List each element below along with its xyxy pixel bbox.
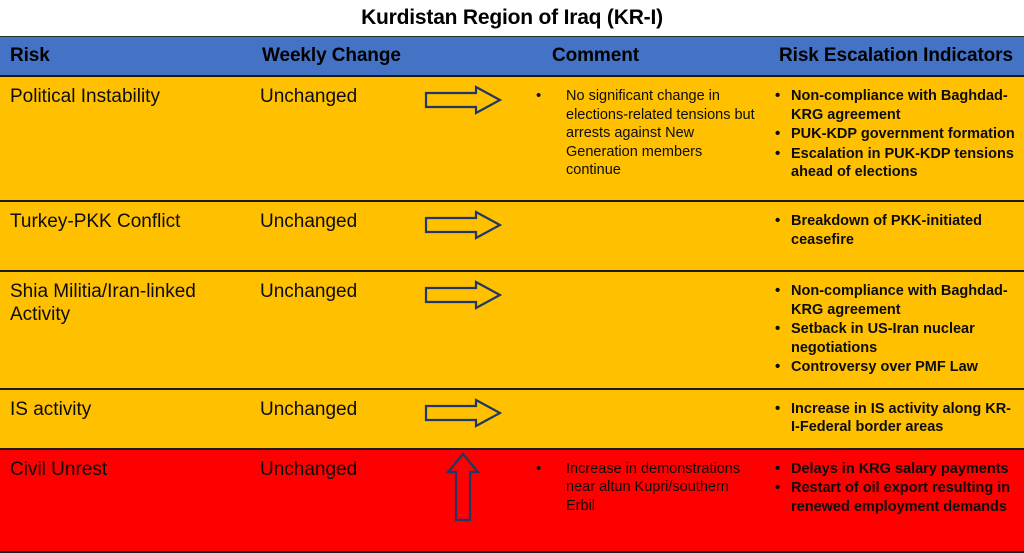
list-item: Setback in US-Iran nuclear negotiations [773, 319, 1018, 357]
list-item: Controversy over PMF Law [773, 357, 1018, 377]
weekly-change-label: Unchanged [260, 211, 358, 232]
table-header-row: Risk Weekly Change Comment Risk Escalati… [0, 36, 1024, 77]
table-row: Turkey-PKK Conflict Unchanged [0, 200, 1024, 272]
cell-weekly-change: Unchanged [250, 270, 405, 390]
column-header-risk: Risk [0, 36, 250, 77]
list-item: Delays in KRG salary payments [773, 459, 1018, 479]
column-header-comment: Comment [520, 36, 766, 77]
cell-risk: IS activity [0, 387, 250, 450]
cell-comment: Increase in demonstrations near altun Ku… [520, 447, 766, 553]
weekly-change-label: Unchanged [260, 398, 358, 420]
list-item: Breakdown of PKK-initiated ceasefire [773, 211, 1018, 249]
arrow-right-icon [424, 280, 502, 310]
indicator-list: Delays in KRG salary payments Restart of… [773, 459, 1018, 517]
indicator-list: Increase in IS activity along KR-I-Feder… [773, 399, 1018, 437]
cell-weekly-change: Unchanged [250, 75, 405, 202]
column-header-risk-escalation-indicators-label: Risk Escalation Indicators [779, 45, 1013, 66]
list-item: Restart of oil export resulting in renew… [773, 478, 1018, 516]
cell-trend-arrow [405, 447, 521, 553]
cell-comment [520, 270, 766, 390]
cell-trend-arrow [405, 270, 521, 390]
arrow-right-icon [424, 397, 502, 428]
comment-list: Increase in demonstrations near altun Ku… [530, 459, 755, 516]
table-row: IS activity Unchanged [0, 387, 1024, 450]
cell-weekly-change: Unchanged [250, 447, 405, 553]
risk-matrix-slide: Kurdistan Region of Iraq (KR-I) Risk Wee… [0, 0, 1024, 533]
cell-weekly-change: Unchanged [250, 200, 405, 272]
risk-label: Turkey-PKK Conflict [10, 211, 181, 232]
cell-trend-arrow [405, 200, 521, 272]
risk-table: Risk Weekly Change Comment Risk Escalati… [0, 36, 1024, 553]
risk-label: Political Instability [10, 86, 160, 107]
page-title: Kurdistan Region of Iraq (KR-I) [361, 6, 663, 29]
column-header-weekly-change: Weekly Change [250, 36, 521, 77]
list-item: No significant change in elections-relat… [530, 86, 755, 180]
comment-list: No significant change in elections-relat… [530, 86, 755, 180]
cell-weekly-change: Unchanged [250, 387, 405, 450]
cell-risk-escalation-indicators: Increase in IS activity along KR-I-Feder… [765, 387, 1024, 450]
weekly-change-label: Unchanged [260, 86, 358, 107]
cell-risk: Political Instability [0, 75, 250, 202]
table-row: Civil Unrest Unchanged Increase in [0, 447, 1024, 553]
arrow-up-icon [445, 452, 480, 521]
cell-risk-escalation-indicators: Non-compliance with Baghdad-KRG agreemen… [765, 270, 1024, 390]
column-header-weekly-change-label: Weekly Change [262, 45, 401, 66]
weekly-change-label: Unchanged [260, 458, 358, 480]
cell-trend-arrow [405, 75, 521, 202]
risk-label: Civil Unrest [10, 458, 108, 480]
cell-risk-escalation-indicators: Breakdown of PKK-initiated ceasefire [765, 200, 1024, 272]
list-item: Increase in IS activity along KR-I-Feder… [773, 399, 1018, 437]
list-item: Increase in demonstrations near altun Ku… [530, 459, 755, 516]
cell-comment [520, 200, 766, 272]
arrow-right-icon [424, 210, 502, 240]
indicator-list: Non-compliance with Baghdad-KRG agreemen… [773, 281, 1018, 377]
table-row: Political Instability Unchanged No [0, 75, 1024, 202]
column-header-risk-label: Risk [10, 45, 50, 66]
list-item: Non-compliance with Baghdad-KRG agreemen… [773, 86, 1018, 124]
cell-trend-arrow [405, 387, 521, 450]
cell-risk-escalation-indicators: Non-compliance with Baghdad-KRG agreemen… [765, 75, 1024, 202]
indicator-list: Non-compliance with Baghdad-KRG agreemen… [773, 86, 1018, 182]
cell-risk: Shia Militia/Iran-linked Activity [0, 270, 250, 390]
cell-comment: No significant change in elections-relat… [520, 75, 766, 202]
list-item: Escalation in PUK-KDP tensions ahead of … [773, 144, 1018, 182]
weekly-change-label: Unchanged [260, 281, 358, 302]
arrow-right-icon [424, 85, 502, 115]
table-row: Shia Militia/Iran-linked Activity Unchan… [0, 270, 1024, 390]
cell-risk: Turkey-PKK Conflict [0, 200, 250, 272]
risk-label: IS activity [10, 398, 92, 420]
cell-risk-escalation-indicators: Delays in KRG salary payments Restart of… [765, 447, 1024, 553]
indicator-list: Breakdown of PKK-initiated ceasefire [773, 211, 1018, 249]
cell-comment [520, 387, 766, 450]
cell-risk: Civil Unrest [0, 447, 250, 553]
list-item: PUK-KDP government formation [773, 124, 1018, 144]
risk-label: Shia Militia/Iran-linked Activity [10, 281, 196, 326]
slide-title-bar: Kurdistan Region of Iraq (KR-I) [0, 0, 1024, 36]
column-header-comment-label: Comment [552, 45, 639, 66]
list-item: Non-compliance with Baghdad-KRG agreemen… [773, 281, 1018, 319]
column-header-risk-escalation-indicators: Risk Escalation Indicators [765, 36, 1024, 77]
